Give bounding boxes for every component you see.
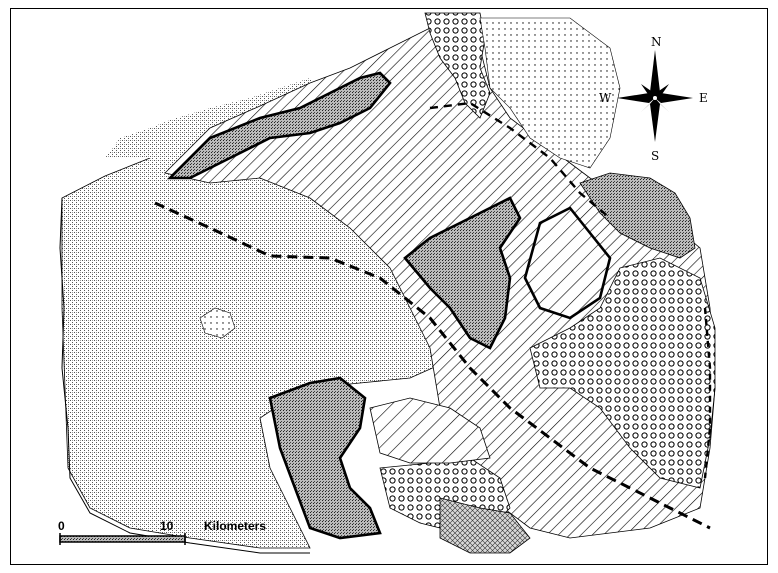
south-stipple-unit <box>268 376 382 540</box>
compass-south-label: S <box>651 149 659 163</box>
scale-bar: 0 10 Kilometers <box>58 519 266 545</box>
compass-east-label: E <box>699 91 708 105</box>
compass-east-point <box>655 93 693 103</box>
south-cross-unit <box>439 497 531 554</box>
fault-line-east <box>703 307 712 479</box>
scale-bar-rule <box>59 535 186 543</box>
central-peninsula-unit <box>403 196 522 350</box>
compass-west-label: W <box>599 91 612 105</box>
inlet-island <box>199 307 236 339</box>
ne-bay-unit <box>579 172 696 259</box>
scale-unit-label: Kilometers <box>204 519 266 533</box>
nw-fringe-unit <box>105 78 320 168</box>
scale-start-label: 0 <box>58 519 65 533</box>
compass-north-label: N <box>651 35 662 49</box>
east-wedge-unit <box>523 206 612 320</box>
ne-dot-unit <box>479 17 621 169</box>
compass-south-point <box>650 98 660 142</box>
south-hatch-unit <box>369 397 491 464</box>
compass-north-point <box>650 50 660 98</box>
geologic-map: N S W E 0 10 Kilometers <box>10 8 768 565</box>
fault-line-southwest <box>154 201 711 530</box>
fault-line-north <box>429 101 611 219</box>
east-circle-unit <box>529 257 716 489</box>
map-frame: N S W E 0 10 Kilometers <box>10 8 768 565</box>
north-ridge-unit <box>166 71 392 180</box>
compass-west-point <box>617 93 655 103</box>
scale-end-label: 10 <box>160 519 174 533</box>
compass-rose: N S W E <box>599 35 708 163</box>
west-coastline <box>59 197 310 554</box>
